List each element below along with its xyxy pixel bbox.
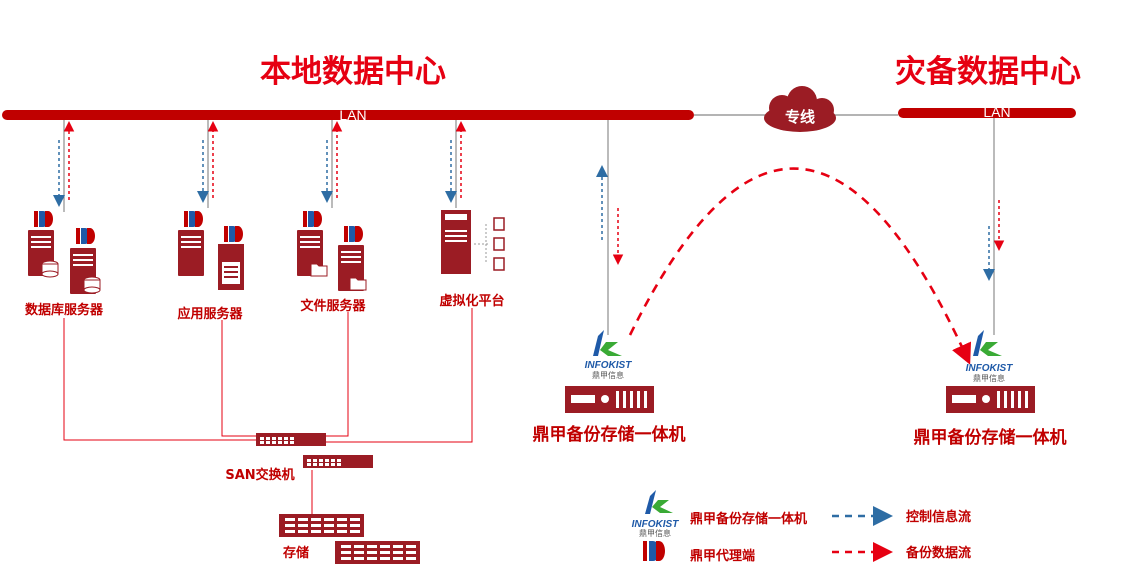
local-lan-label: LAN	[339, 107, 366, 123]
title-local-dc: 本地数据中心	[260, 54, 446, 90]
legend: INFOKIST 鼎甲信息 鼎甲备份存储一体机 鼎甲代理端 控制信息流 备份数据…	[632, 490, 971, 564]
storage-array-icon	[279, 514, 420, 564]
database-server-group	[28, 211, 101, 294]
local-appliance-icon	[565, 386, 654, 413]
legend-appliance-text: 鼎甲备份存储一体机	[690, 511, 807, 527]
dr-infokist-logo	[973, 330, 1002, 356]
db-server-label: 数据库服务器	[25, 302, 104, 318]
backup-flow-arc	[628, 167, 972, 365]
dr-appliance-icon	[946, 386, 1035, 413]
dr-brand-sub: 鼎甲信息	[973, 373, 1005, 383]
legend-control-text: 控制信息流	[906, 509, 971, 525]
app-server-label: 应用服务器	[177, 306, 243, 322]
legend-brand-sub: 鼎甲信息	[639, 528, 671, 538]
dr-lan-bar	[898, 108, 1076, 118]
san-connection-lines	[63, 308, 473, 516]
local-brand-sub: 鼎甲信息	[592, 370, 624, 380]
virtualization-platform-icon	[441, 210, 505, 274]
storage-label: 存储	[283, 545, 309, 561]
legend-agent-text: 鼎甲代理端	[690, 548, 755, 564]
legend-brand-name: INFOKIST	[632, 519, 680, 530]
legend-agent-icon	[643, 541, 665, 561]
san-switch-label: SAN交换机	[225, 467, 294, 483]
legend-backup-text: 备份数据流	[905, 545, 971, 561]
virt-platform-label: 虚拟化平台	[439, 293, 504, 309]
local-brand-name: INFOKIST	[585, 360, 633, 371]
dr-appliance-label: 鼎甲备份存储一体机	[914, 427, 1067, 448]
app-server-group	[178, 211, 244, 290]
title-dr-dc: 灾备数据中心	[895, 54, 1081, 90]
cloud-icon	[764, 86, 836, 132]
local-infokist-logo	[593, 330, 622, 356]
dr-brand-name: INFOKIST	[966, 363, 1014, 374]
file-server-label: 文件服务器	[300, 298, 366, 314]
san-switch-icon	[256, 433, 373, 468]
file-server-group	[297, 211, 367, 291]
local-appliance-label: 鼎甲备份存储一体机	[533, 424, 686, 445]
dr-lan-label: LAN	[983, 104, 1010, 120]
legend-infokist-logo	[645, 490, 673, 514]
local-lan-bar	[2, 110, 694, 120]
cloud-label: 专线	[785, 108, 815, 126]
lan-drop-lines	[53, 118, 1005, 335]
